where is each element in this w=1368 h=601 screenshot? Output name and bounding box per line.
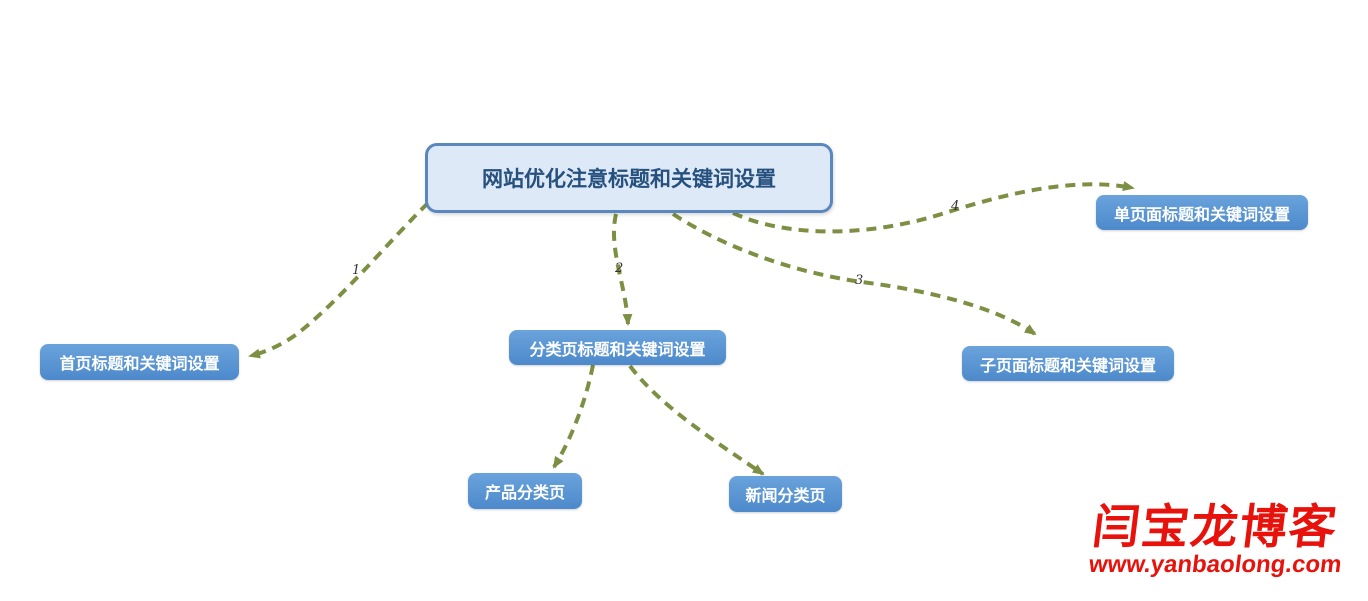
connector-label-4: 4 (951, 199, 960, 214)
node-product-category-page[interactable]: 产品分类页 (468, 473, 582, 509)
node-homepage[interactable]: 首页标题和关键词设置 (40, 344, 239, 380)
node-subpage[interactable]: 子页面标题和关键词设置 (962, 346, 1174, 381)
node-news-category-page[interactable]: 新闻分类页 (729, 476, 842, 512)
connector-category-news (628, 364, 765, 476)
connector-label-2: 2 (615, 261, 624, 276)
connector-label-3: 3 (855, 273, 864, 288)
node-root-topic[interactable]: 网站优化注意标题和关键词设置 (425, 143, 833, 213)
connector-label-1: 1 (352, 263, 361, 278)
connector-root-subpage (671, 212, 1037, 336)
watermark-url: www.yanbaolong.com (1087, 551, 1343, 578)
node-category-page[interactable]: 分类页标题和关键词设置 (509, 330, 726, 365)
connector-root-homepage (248, 201, 430, 359)
watermark-title: 闫宝龙博客 (1089, 500, 1341, 553)
node-single-page[interactable]: 单页面标题和关键词设置 (1096, 195, 1308, 230)
watermark-logo: 闫宝龙博客 www.yanbaolong.com (1076, 500, 1354, 578)
connector-category-product (552, 364, 595, 469)
